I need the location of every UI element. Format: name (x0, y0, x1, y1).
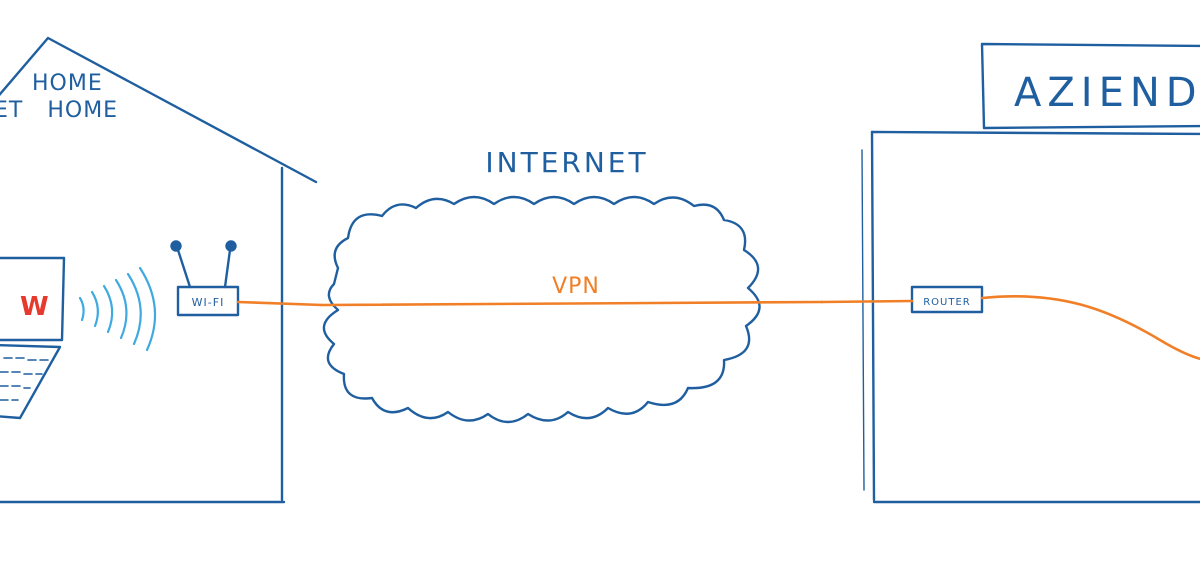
vpn-label: VPN (552, 274, 600, 299)
company-sign-bottom (982, 124, 1200, 130)
router-antenna-left (176, 248, 192, 289)
vpn-line-company (820, 299, 914, 304)
router-antenna-right (223, 248, 232, 289)
wifi-router-icon (170, 240, 240, 317)
company-sign-frame (980, 42, 1200, 130)
antenna-tip-right (225, 240, 237, 252)
laptop-keys (0, 357, 49, 401)
laptop-keyboard (0, 343, 62, 420)
vpn-line-tunnel (320, 300, 824, 307)
wifi-signal-icon (78, 266, 157, 352)
company-router-box (910, 285, 984, 314)
company-extra-stroke (861, 149, 865, 491)
house (0, 36, 318, 504)
laptop-screen-text: W (20, 292, 50, 322)
company-building (861, 42, 1200, 504)
company-roofline (870, 130, 1200, 136)
vpn-line-home (236, 300, 324, 307)
laptop-screen (0, 256, 66, 342)
wifi-router-label: WI-FI (192, 296, 225, 309)
internet-cloud (322, 195, 761, 424)
vpn-connection (236, 294, 1200, 361)
antenna-tip-left (170, 240, 182, 252)
company-label: AZIEND (1014, 70, 1200, 116)
house-line-1: HOME (32, 71, 103, 96)
company-wall-left (870, 130, 876, 502)
company-router-label: ROUTER (923, 297, 971, 308)
house-roof (0, 36, 318, 184)
internet-label: INTERNET (485, 146, 648, 179)
vpn-line-lan (980, 294, 1200, 361)
house-line-2: ET HOME (0, 98, 118, 123)
laptop-icon (0, 256, 66, 420)
